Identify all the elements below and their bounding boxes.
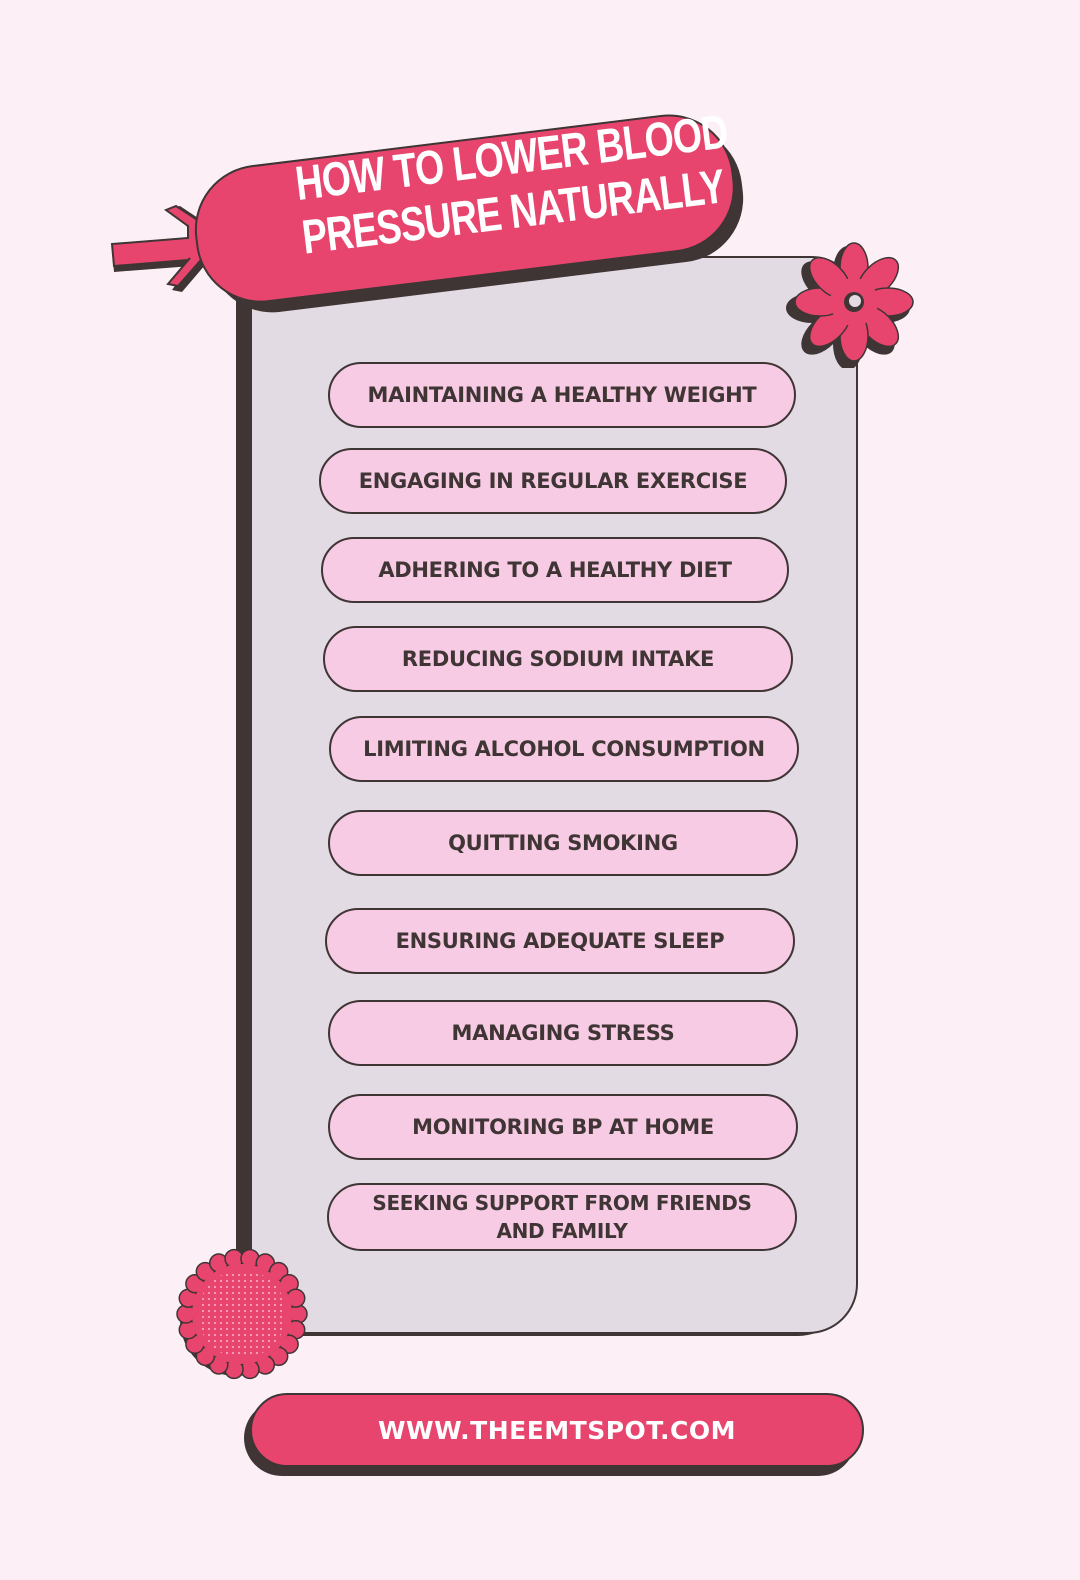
tip-label: REDUCING SODIUM INTAKE [401,646,715,671]
tip-item: ENGAGING IN REGULAR EXERCISE [319,448,787,514]
website-url-banner[interactable]: WWW.THEEMTSPOT.COM [250,1393,864,1467]
tip-item: ADHERING TO A HEALTHY DIET [321,537,789,603]
title-banner-graphic [110,114,744,313]
tip-label: ENGAGING IN REGULAR EXERCISE [358,468,748,493]
tip-item: SEEKING SUPPORT FROM FRIENDS AND FAMILY [327,1183,797,1251]
flower-icon [786,242,914,368]
tip-label-line: SEEKING SUPPORT FROM FRIENDS [372,1191,752,1215]
tip-label: MAINTAINING A HEALTHY WEIGHT [367,382,757,407]
sunburst-badge-icon [176,1248,308,1380]
tip-label: LIMITING ALCOHOL CONSUMPTION [363,736,765,761]
tip-item: MAINTAINING A HEALTHY WEIGHT [328,362,796,428]
website-url[interactable]: WWW.THEEMTSPOT.COM [377,1415,737,1445]
tip-label: QUITTING SMOKING [448,830,678,855]
tip-item: ENSURING ADEQUATE SLEEP [325,908,795,974]
tip-item: QUITTING SMOKING [328,810,798,876]
tip-label: MANAGING STRESS [451,1020,675,1045]
tip-label: ADHERING TO A HEALTHY DIET [378,557,732,582]
tip-item: REDUCING SODIUM INTAKE [323,626,793,692]
tip-label: ENSURING ADEQUATE SLEEP [395,928,725,953]
tip-item: MONITORING BP AT HOME [328,1094,798,1160]
tip-item: LIMITING ALCOHOL CONSUMPTION [329,716,799,782]
tip-item: MANAGING STRESS [328,1000,798,1066]
tip-label-line: AND FAMILY [496,1219,628,1243]
tip-label: SEEKING SUPPORT FROM FRIENDS AND FAMILY [372,1189,752,1245]
tip-label: MONITORING BP AT HOME [412,1114,714,1139]
